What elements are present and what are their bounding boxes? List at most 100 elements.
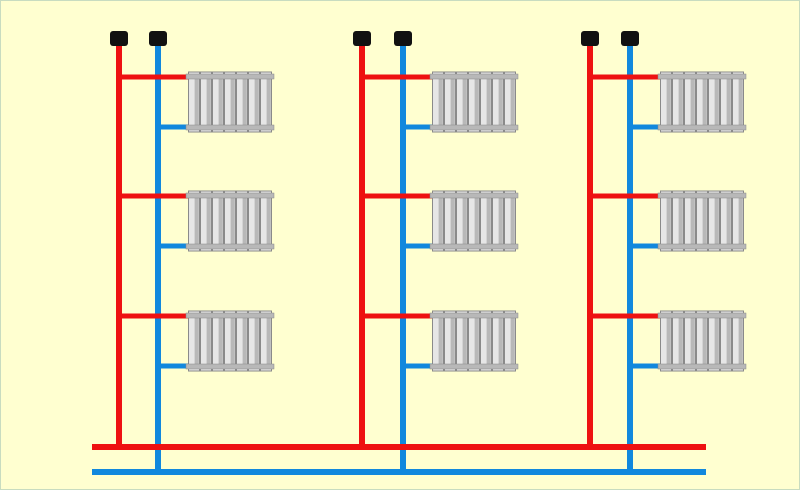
radiator-section <box>672 310 684 372</box>
radiator-icon <box>185 71 275 133</box>
radiator-section-shade <box>206 313 211 369</box>
radiator-section-shade <box>474 193 479 249</box>
riser-3 <box>581 31 747 475</box>
radiator-section-shade <box>498 74 503 130</box>
radiator-top-cap <box>429 192 519 199</box>
radiator-section-shade <box>714 193 719 249</box>
radiator-icon <box>657 190 747 252</box>
radiator-section-shade <box>462 74 467 130</box>
radiator-section-shade <box>702 313 707 369</box>
air-vent-valve-icon <box>110 31 128 46</box>
radiator-bottom-cap <box>185 124 275 131</box>
radiator-section <box>432 190 444 252</box>
radiator-section-shade <box>678 313 683 369</box>
radiator-section <box>480 310 492 372</box>
radiator-section <box>444 310 456 372</box>
radiator-section-shade <box>230 74 235 130</box>
radiator-section <box>708 190 720 252</box>
radiator-icon <box>657 310 747 372</box>
radiator-section <box>212 190 224 252</box>
radiator-top-cap <box>185 192 275 199</box>
air-vent-valve-icon <box>581 31 599 46</box>
radiator-section <box>200 190 212 252</box>
radiator-icon <box>429 71 519 133</box>
air-vent-valve-icon <box>149 31 167 46</box>
radiator-section-shade <box>486 313 491 369</box>
radiator-section-shade <box>486 74 491 130</box>
radiator-section-shade <box>702 193 707 249</box>
radiator-section <box>456 71 468 133</box>
radiator-section-shade <box>206 74 211 130</box>
radiator-top-cap <box>429 312 519 319</box>
radiator-section <box>200 310 212 372</box>
radiator-section <box>660 71 672 133</box>
radiator-section <box>660 310 672 372</box>
radiator-section <box>684 190 696 252</box>
radiator-section-shade <box>714 313 719 369</box>
radiator-section <box>236 190 248 252</box>
radiator-section-shade <box>714 74 719 130</box>
radiator-section-shade <box>462 193 467 249</box>
radiator-section <box>504 190 516 252</box>
radiator-section <box>468 310 480 372</box>
radiator-section-shade <box>690 313 695 369</box>
radiator-section-shade <box>510 313 515 369</box>
radiator-section-shade <box>254 74 259 130</box>
radiator-icon <box>429 310 519 372</box>
radiator-icon <box>185 190 275 252</box>
radiator-section-shade <box>266 313 271 369</box>
radiator-section <box>732 310 744 372</box>
radiator-section-shade <box>666 313 671 369</box>
radiator-section-shade <box>474 313 479 369</box>
radiator-bottom-cap <box>185 363 275 370</box>
radiator-section-shade <box>510 193 515 249</box>
radiator-section <box>224 310 236 372</box>
radiator-section-shade <box>726 313 731 369</box>
radiator-bottom-cap <box>429 363 519 370</box>
radiator-section <box>492 310 504 372</box>
radiator-section <box>696 190 708 252</box>
radiator-section-shade <box>726 193 731 249</box>
radiator-section <box>188 190 200 252</box>
radiator-section-shade <box>230 193 235 249</box>
radiator-section <box>248 190 260 252</box>
radiator-section-shade <box>474 74 479 130</box>
radiator-section-shade <box>450 74 455 130</box>
radiator-section-shade <box>450 313 455 369</box>
radiator-top-cap <box>657 312 747 319</box>
radiator-section-shade <box>666 74 671 130</box>
radiator-section <box>732 71 744 133</box>
radiator-section <box>708 310 720 372</box>
radiator-section <box>224 71 236 133</box>
radiator-section-shade <box>254 193 259 249</box>
radiator-section-shade <box>498 313 503 369</box>
air-vent-valve-icon <box>353 31 371 46</box>
radiator-section-shade <box>438 313 443 369</box>
radiator-section-shade <box>194 193 199 249</box>
radiator-section-shade <box>486 193 491 249</box>
radiator-section-shade <box>242 313 247 369</box>
radiator-section <box>432 71 444 133</box>
radiator-section-shade <box>690 74 695 130</box>
radiator-section <box>188 310 200 372</box>
radiator-section <box>456 310 468 372</box>
radiator-section <box>684 310 696 372</box>
radiator-section-shade <box>438 193 443 249</box>
radiator-section <box>720 71 732 133</box>
radiator-section-shade <box>242 74 247 130</box>
radiator-section-shade <box>726 74 731 130</box>
riser-2 <box>353 31 519 475</box>
radiator-section <box>432 310 444 372</box>
radiator-section <box>672 71 684 133</box>
radiator-section-shade <box>462 313 467 369</box>
riser-1 <box>110 31 275 475</box>
radiator-section <box>188 71 200 133</box>
radiator-section <box>720 190 732 252</box>
radiator-section <box>212 310 224 372</box>
radiator-section <box>480 190 492 252</box>
radiator-section-shade <box>230 313 235 369</box>
radiator-section-shade <box>218 313 223 369</box>
radiator-icon <box>429 190 519 252</box>
radiator-section <box>660 190 672 252</box>
radiator-top-cap <box>657 73 747 80</box>
